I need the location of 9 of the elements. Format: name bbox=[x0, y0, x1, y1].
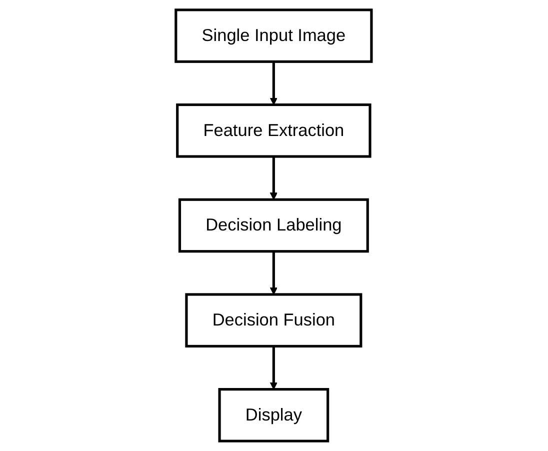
node-box: Decision Labeling bbox=[178, 198, 370, 253]
arrow bbox=[270, 251, 278, 295]
node-box: Display bbox=[218, 388, 330, 442]
arrow bbox=[270, 346, 278, 390]
arrow bbox=[270, 156, 278, 200]
node-box: Single Input Image bbox=[174, 8, 374, 63]
node-box: Feature Extraction bbox=[176, 103, 372, 158]
arrow bbox=[270, 62, 278, 106]
node-box: Decision Fusion bbox=[185, 293, 362, 348]
